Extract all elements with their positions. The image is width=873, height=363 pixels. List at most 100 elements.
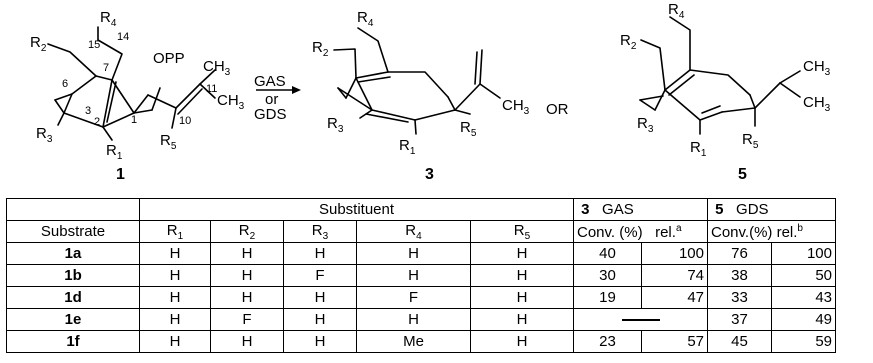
gas-conv-cell: 30 (573, 264, 642, 287)
substrate-ch3-bottom-label: CH3 (217, 92, 245, 112)
gas-conv-rel-header: Conv. (%) rel.a (573, 220, 708, 243)
gas-rel-cell: 47 (641, 286, 708, 309)
substrate-cell: 1e (6, 308, 140, 331)
gas-rel-cell: 57 (641, 330, 708, 353)
gds-rel-cell: 50 (771, 264, 836, 287)
conversion-table: Substituent 3 GAS 5 GDS Substrate R1 R2 … (6, 198, 836, 353)
r3-cell: H (283, 242, 357, 265)
atom-number-14: 14 (117, 31, 129, 43)
r2-cell: H (210, 330, 284, 353)
r1-header: R1 (139, 220, 211, 243)
product3-r1-label: R1 (399, 137, 416, 157)
r5-cell: H (470, 308, 574, 331)
table-row: 1b H H F H H 30 74 38 50 (6, 264, 836, 287)
r5-cell: H (470, 264, 574, 287)
r2-header: R2 (210, 220, 284, 243)
table-row: 1e H F H H H 37 49 (6, 308, 836, 331)
r5-cell: H (470, 286, 574, 309)
r1-cell: H (139, 286, 211, 309)
r4-cell: F (356, 286, 471, 309)
compound-number-1: 1 (116, 166, 125, 183)
r2-cell: H (210, 264, 284, 287)
arrow-label-gds: GDS (254, 106, 287, 123)
gds-conv-cell: 76 (707, 242, 772, 265)
r4-cell: H (356, 242, 471, 265)
r4-header: R4 (356, 220, 471, 243)
r3-cell: F (283, 264, 357, 287)
arrow-label-or: or (265, 91, 278, 108)
product5-ch3-bottom-label: CH3 (803, 94, 831, 114)
opp-group-label: OPP (153, 50, 185, 67)
product3-r3-label: R3 (327, 115, 344, 135)
r5-header: R5 (470, 220, 574, 243)
header-empty-cell (6, 198, 140, 221)
gas-conv-cell: 40 (573, 242, 642, 265)
atom-number-15: 15 (88, 39, 100, 51)
r5-cell: H (470, 330, 574, 353)
arrow-label-gas: GAS (254, 73, 286, 90)
substrate-r1-label: R1 (106, 142, 123, 162)
product5-r1-label: R1 (690, 139, 707, 159)
r3-cell: H (283, 286, 357, 309)
substrate-cell: 1b (6, 264, 140, 287)
gds-rel-cell: 59 (771, 330, 836, 353)
substrate-cell: 1f (6, 330, 140, 353)
product3-r5-label: R5 (460, 119, 477, 139)
reaction-scheme: R4 R2 15 14 6 7 3 2 1 10 11 OPP CH3 CH3 … (30, 1, 831, 183)
atom-number-10: 10 (179, 115, 191, 127)
gds-rel-cell: 100 (771, 242, 836, 265)
gas-conv-cell: 19 (573, 286, 642, 309)
product3-r4-label: R4 (357, 9, 374, 29)
compound-number-5: 5 (738, 166, 747, 183)
gds-rel-cell: 49 (771, 308, 836, 331)
substituent-group-header: Substituent (139, 198, 574, 221)
gds-conv-cell: 45 (707, 330, 772, 353)
gas-rel-cell: 74 (641, 264, 708, 287)
table-header-row-2: Substrate R1 R2 R3 R4 R5 Conv. (%) rel.a… (6, 220, 836, 243)
table-row: 1a H H H H H 40 100 76 100 (6, 242, 836, 265)
substrate-cell: 1d (6, 286, 140, 309)
substrate-r4-label: R4 (100, 9, 117, 29)
gas-no-activity-cell (573, 308, 708, 331)
substrate-ch3-top-label: CH3 (203, 58, 231, 78)
product3-ch3-label: CH3 (502, 97, 530, 117)
gds-conv-cell: 37 (707, 308, 772, 331)
r4-cell: Me (356, 330, 471, 353)
r2-cell: H (210, 286, 284, 309)
product-3-bonds (333, 27, 501, 135)
product5-ch3-top-label: CH3 (803, 58, 831, 78)
gas-rel-cell: 100 (641, 242, 708, 265)
product3-r2-label: R2 (312, 39, 329, 59)
atom-number-3: 3 (85, 105, 91, 117)
table-header-row-1: Substituent 3 GAS 5 GDS (6, 198, 836, 221)
r3-header: R3 (283, 220, 357, 243)
product-5-bonds (639, 16, 801, 135)
r4-cell: H (356, 308, 471, 331)
gds-rel-cell: 43 (771, 286, 836, 309)
r1-cell: H (139, 264, 211, 287)
substrate-cell: 1a (6, 242, 140, 265)
r3-cell: H (283, 330, 357, 353)
substrate-1-bonds (47, 26, 216, 141)
gds-conv-cell: 38 (707, 264, 772, 287)
reaction-arrow (256, 86, 301, 94)
r1-cell: H (139, 242, 211, 265)
atom-number-1: 1 (131, 114, 137, 126)
substrate-header: Substrate (6, 220, 140, 243)
gas-group-header: 3 GAS (573, 198, 708, 221)
r3-cell: H (283, 308, 357, 331)
gds-conv-cell: 33 (707, 286, 772, 309)
r2-cell: H (210, 242, 284, 265)
r1-cell: H (139, 308, 211, 331)
atom-number-11: 11 (206, 83, 217, 95)
compound-number-3: 3 (425, 166, 434, 183)
or-label: OR (546, 101, 569, 118)
product5-r5-label: R5 (742, 131, 759, 151)
no-activity-dash (621, 319, 660, 322)
product5-r4-label: R4 (668, 1, 685, 21)
table-row: 1f H H H Me H 23 57 45 59 (6, 330, 836, 353)
atom-number-2: 2 (94, 116, 100, 128)
gas-conv-cell: 23 (573, 330, 642, 353)
substrate-r5-label: R5 (160, 132, 177, 152)
product5-r3-label: R3 (637, 115, 654, 135)
